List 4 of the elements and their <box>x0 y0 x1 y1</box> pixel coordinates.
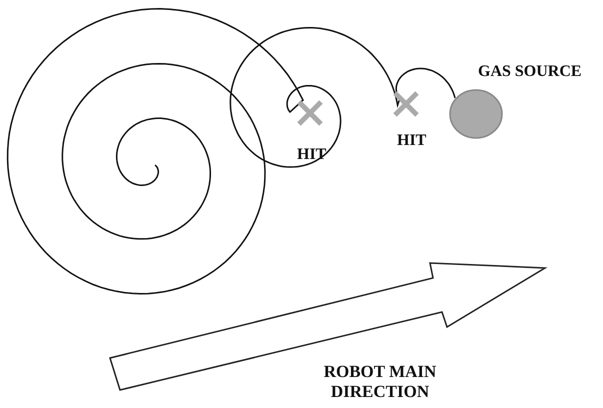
hit-label: HIT <box>297 146 326 164</box>
gas-source-label: GAS SOURCE <box>478 63 582 82</box>
hit-label: HIT <box>397 132 426 150</box>
direction-label: ROBOT MAIN DIRECTION <box>322 362 438 402</box>
